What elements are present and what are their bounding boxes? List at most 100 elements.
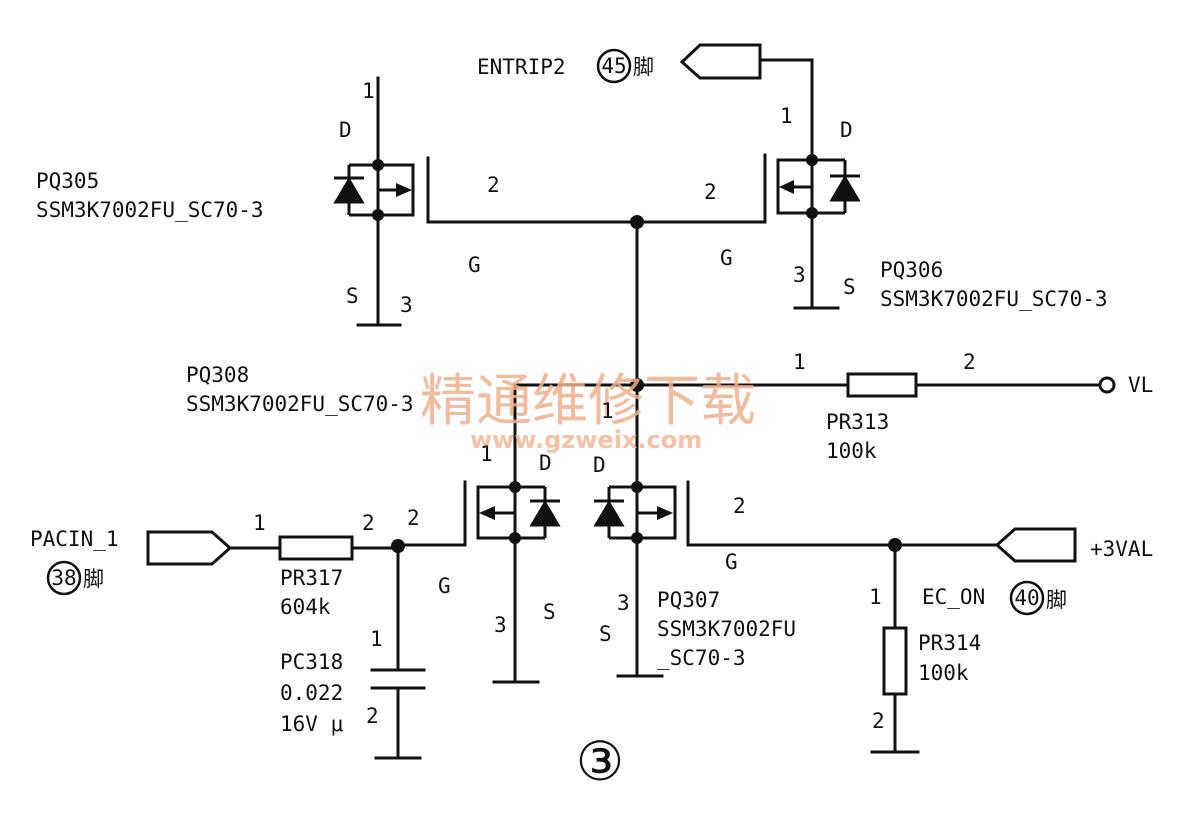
pq305-pin2: 2 bbox=[487, 173, 500, 197]
entrip2-port bbox=[679, 43, 762, 80]
pq305-arrow bbox=[396, 183, 412, 197]
watermark: 精通维修下载 www.gzweix.com bbox=[420, 369, 756, 454]
ec-on-label: EC_ON bbox=[922, 585, 985, 609]
v3val-label: +3VAL bbox=[1090, 537, 1153, 561]
wires bbox=[230, 58, 1102, 760]
pq308-arrow bbox=[479, 506, 495, 520]
junction-pq305-source bbox=[372, 209, 384, 221]
junction-pq306-source bbox=[806, 207, 818, 219]
pr314-value: 100k bbox=[918, 661, 969, 685]
entrip2-label: ENTRIP2 bbox=[477, 55, 566, 79]
pq305-pin1: 1 bbox=[362, 79, 375, 103]
pq307-part-line2: _SC70-3 bbox=[657, 646, 746, 670]
junction-pq308-source bbox=[509, 532, 521, 544]
pr314-pin2: 2 bbox=[872, 709, 885, 733]
pq307-pin2: 2 bbox=[733, 494, 746, 518]
pc318-pin2: 2 bbox=[366, 704, 379, 728]
junction-pq307-source bbox=[631, 532, 643, 544]
ec-on-pin-number: 40 bbox=[1014, 586, 1039, 610]
pacin-port bbox=[146, 530, 233, 566]
pq308-part: SSM3K7002FU_SC70-3 bbox=[186, 392, 414, 416]
pq305-d: D bbox=[339, 118, 352, 142]
pq306-ref: PQ306 bbox=[880, 258, 943, 282]
pq305-body-diode bbox=[333, 163, 378, 217]
pq305-g: G bbox=[468, 253, 481, 277]
pq307-body-diode bbox=[593, 485, 637, 540]
pq308-pin1: 1 bbox=[480, 442, 493, 466]
pq306-pin1: 1 bbox=[780, 104, 793, 128]
watermark-url: www.gzweix.com bbox=[470, 426, 702, 454]
pc318-pin1: 1 bbox=[370, 627, 383, 651]
pr314-ref: PR314 bbox=[918, 631, 981, 655]
junction-pq307-drain bbox=[631, 481, 643, 493]
entrip2-pin-number: 45 bbox=[601, 54, 626, 78]
pq306-part: SSM3K7002FU_SC70-3 bbox=[880, 287, 1108, 311]
entrip2-pin-suffix: 脚 bbox=[633, 55, 654, 79]
pq307-part-line1: SSM3K7002FU bbox=[657, 617, 796, 641]
junction-vl-bus bbox=[630, 378, 644, 392]
junction-pq305-drain bbox=[372, 159, 384, 171]
pacin-pin-suffix: 脚 bbox=[83, 567, 104, 591]
pr313-body bbox=[846, 372, 918, 398]
pq305-ref: PQ305 bbox=[36, 169, 99, 193]
junction-pacin-node bbox=[391, 539, 405, 553]
vl-label: VL bbox=[1128, 373, 1153, 397]
pq307-pin1: 1 bbox=[601, 399, 614, 423]
channel-arrows bbox=[396, 180, 794, 520]
pq308-d: D bbox=[539, 451, 552, 475]
pq305-s: S bbox=[346, 284, 359, 308]
pq306-s: S bbox=[843, 275, 856, 299]
pq308-ref: PQ308 bbox=[186, 363, 249, 387]
pr317-ref: PR317 bbox=[280, 566, 343, 590]
body-diodes bbox=[333, 158, 861, 540]
pacin-pin-number: 38 bbox=[51, 566, 76, 590]
pq306-body-diode bbox=[812, 158, 861, 215]
pq306-d: D bbox=[840, 118, 853, 142]
pr317-value: 604k bbox=[280, 595, 331, 619]
pq308-g: G bbox=[438, 574, 451, 598]
pq307-g: G bbox=[725, 550, 738, 574]
pr317-pin2: 2 bbox=[362, 511, 375, 535]
ports bbox=[146, 43, 1116, 566]
pr314-body bbox=[882, 626, 908, 696]
pq307-d: D bbox=[593, 453, 606, 477]
pq308-body-diode bbox=[515, 485, 561, 540]
junction-3val-node bbox=[888, 538, 902, 552]
pr313-pin1: 1 bbox=[793, 350, 806, 374]
pq305-part: SSM3K7002FU_SC70-3 bbox=[36, 198, 264, 222]
pr317-pin1: 1 bbox=[253, 511, 266, 535]
pr313-pin2: 2 bbox=[963, 350, 976, 374]
pr314-pin1: 1 bbox=[869, 585, 882, 609]
pc318-rating: 16V μ bbox=[280, 712, 344, 736]
resistors bbox=[278, 372, 918, 696]
pacin-pin-circle bbox=[46, 560, 82, 596]
pq307-ref: PQ307 bbox=[657, 588, 720, 612]
ec-on-pin-circle bbox=[1009, 580, 1045, 616]
figure-number: ③ bbox=[576, 730, 624, 793]
pq308-s: S bbox=[543, 600, 556, 624]
junctions bbox=[372, 154, 902, 553]
vl-terminal bbox=[1098, 376, 1116, 394]
pq305-pin3: 3 bbox=[400, 293, 413, 317]
ec-on-pin-suffix: 脚 bbox=[1046, 588, 1067, 612]
entrip2-pin-circle bbox=[596, 48, 632, 84]
pq306-pin3: 3 bbox=[793, 263, 806, 287]
pacin-label: PACIN_1 bbox=[30, 527, 119, 551]
pq307-arrow bbox=[657, 506, 673, 520]
junction-pq308-drain bbox=[509, 481, 521, 493]
labels: ENTRIP2 45 脚 1 D PQ305 SSM3K7002FU_SC70-… bbox=[30, 48, 1153, 793]
pq308-pin2: 2 bbox=[407, 506, 420, 530]
pq306-arrow bbox=[779, 180, 794, 194]
pq307-s: S bbox=[599, 622, 612, 646]
pr317-body bbox=[278, 535, 354, 561]
v3val-port bbox=[994, 527, 1077, 563]
pr313-ref: PR313 bbox=[826, 410, 889, 434]
pq306-pin2: 2 bbox=[704, 180, 717, 204]
junction-gate-bus bbox=[630, 215, 644, 229]
pq308-pin3: 3 bbox=[494, 613, 507, 637]
pc318-ref: PC318 bbox=[280, 650, 343, 674]
pc318-value: 0.022 bbox=[280, 681, 343, 705]
junction-pq306-drain bbox=[806, 154, 818, 166]
pr313-value: 100k bbox=[826, 439, 877, 463]
